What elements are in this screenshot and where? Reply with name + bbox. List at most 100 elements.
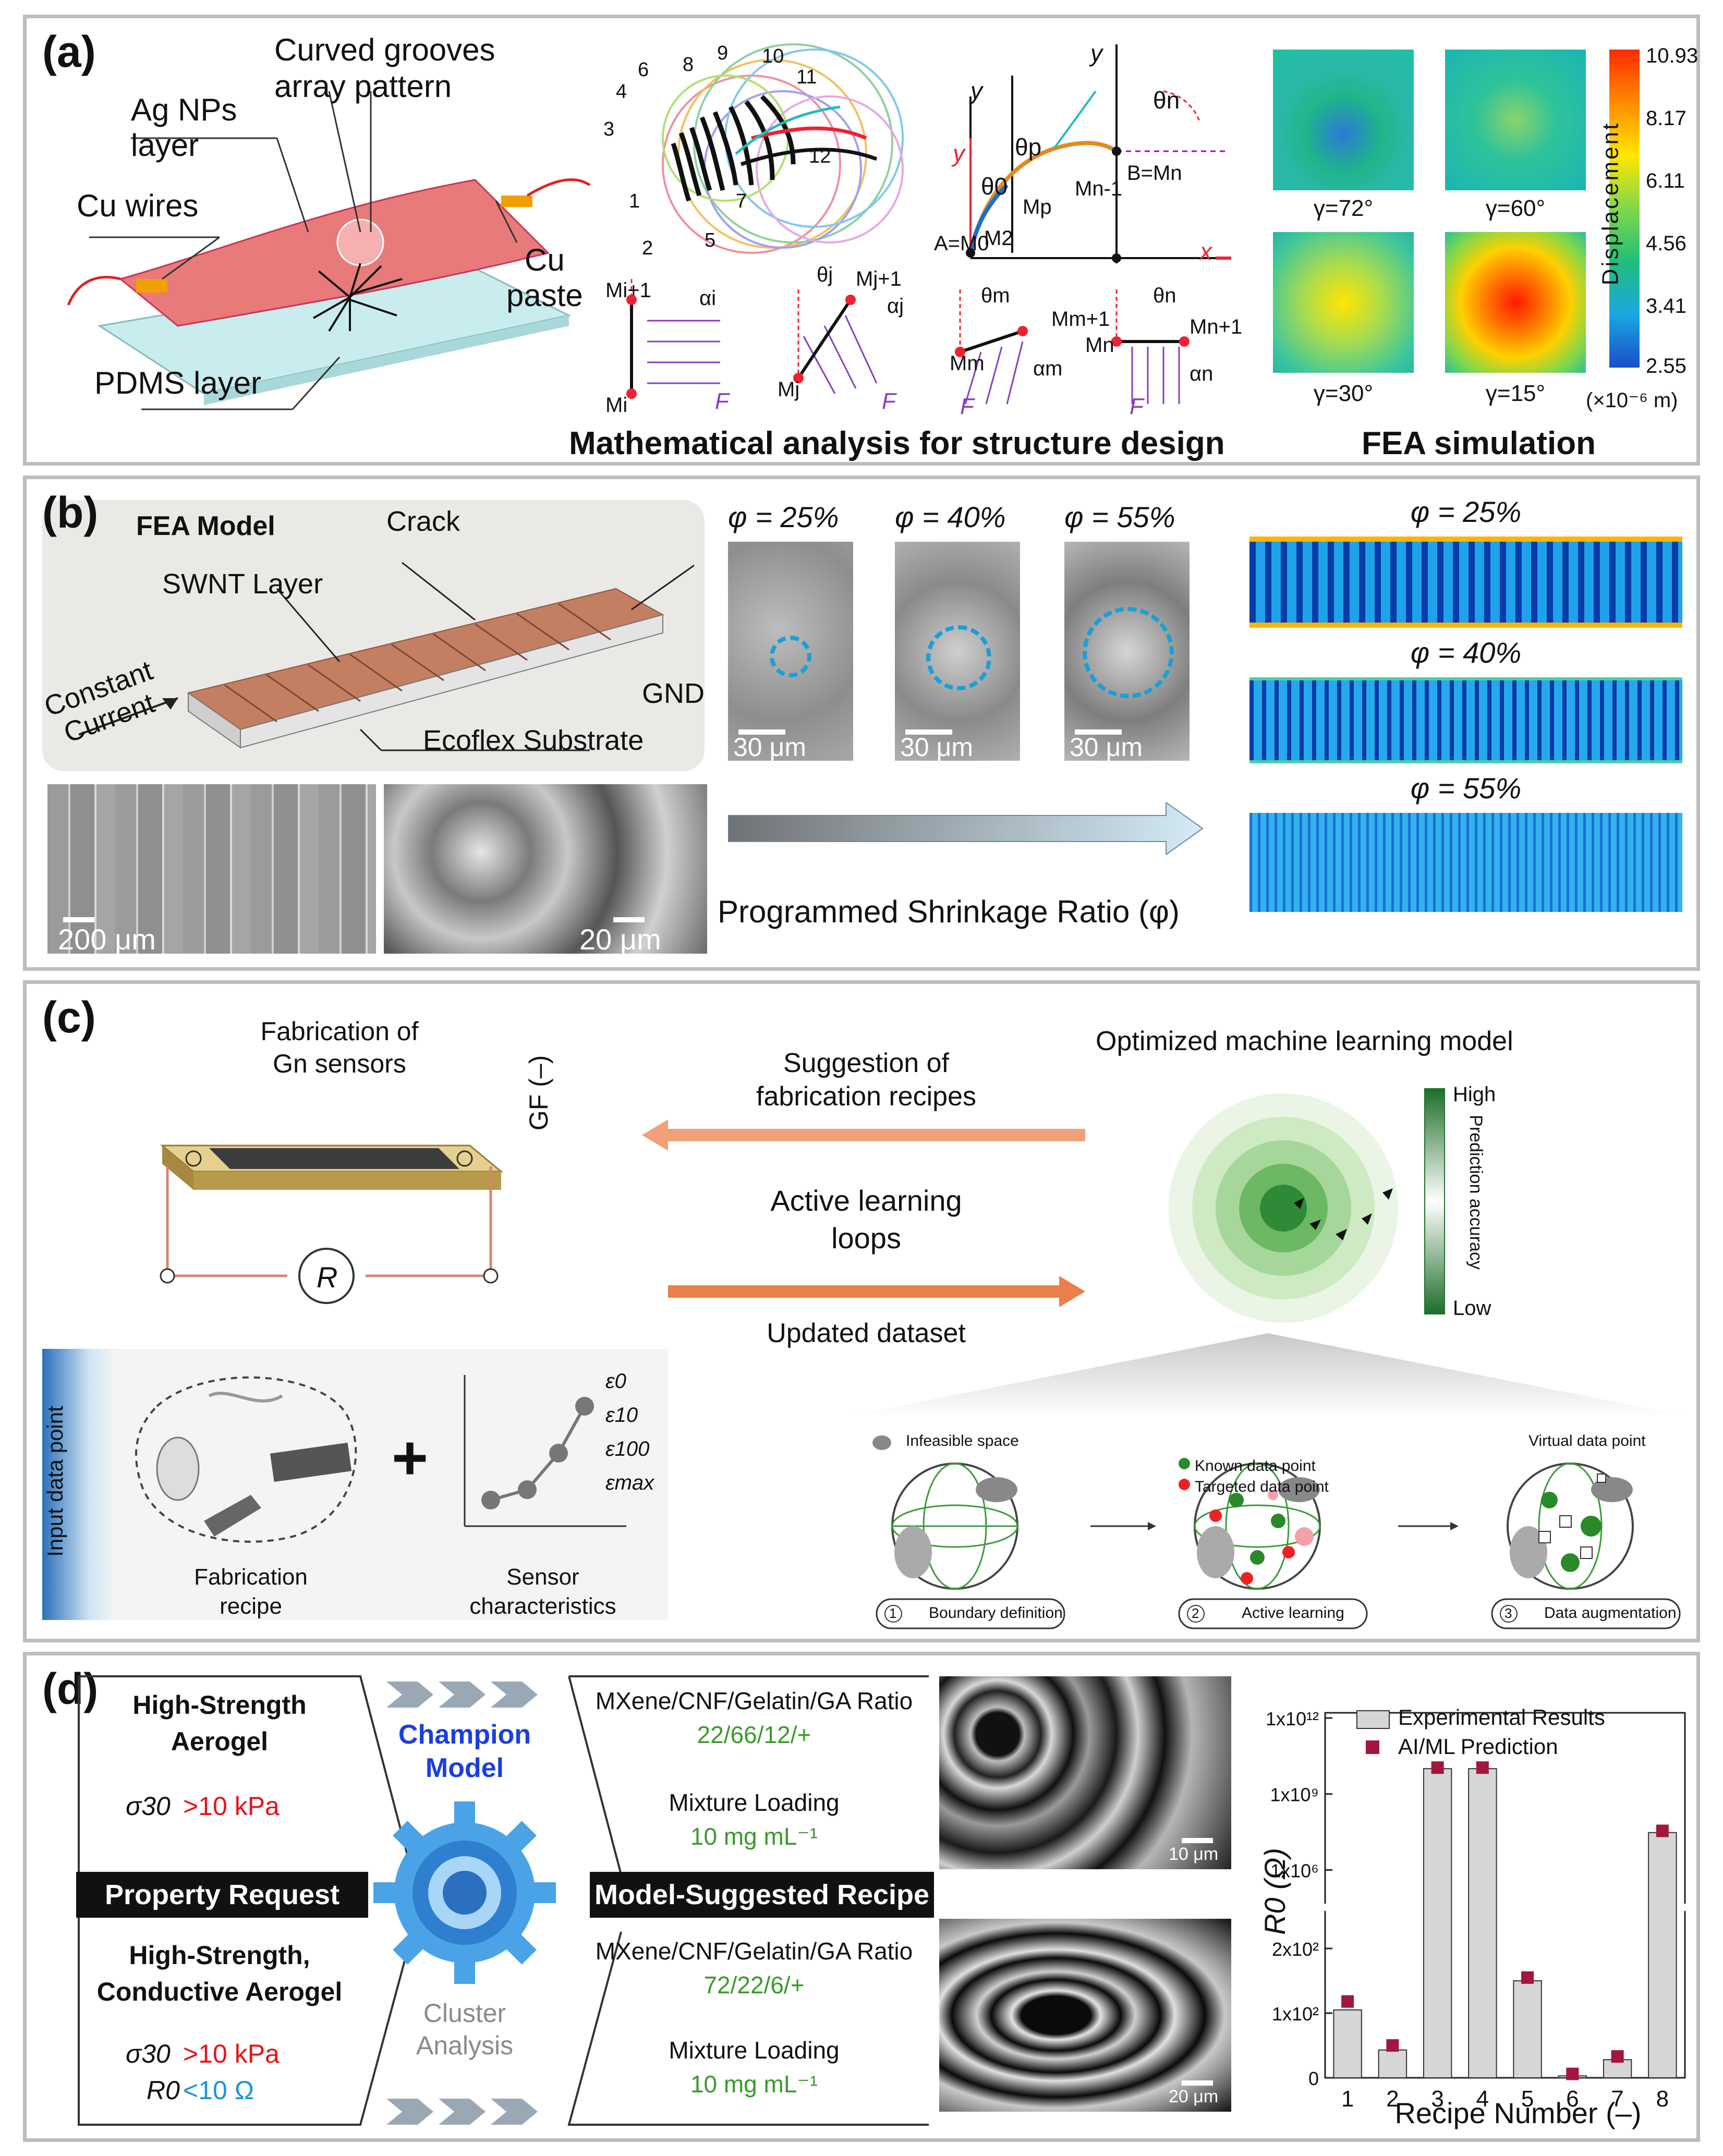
fea-model-title: FEA Model — [136, 511, 275, 541]
recipe-2-load-title: Mixture Loading — [669, 2037, 840, 2064]
curve-label: M2 — [984, 227, 1013, 250]
prediction-marker — [1566, 2067, 1579, 2080]
colorbar-tick: 4.56 — [1646, 232, 1686, 255]
fea-angle: γ=30° — [1313, 381, 1374, 406]
step-legend: Infeasible space — [906, 1432, 1019, 1449]
request-1-title: High-Strength Aerogel — [132, 1690, 307, 1756]
request-2-title: High-Strength, Conductive Aerogel — [96, 1941, 343, 2006]
x-tick-label: 7 — [1611, 2086, 1623, 2112]
sem-image-recipe-2 — [939, 1919, 1231, 2112]
ring-number: 10 — [762, 45, 784, 67]
segment-label: Mi+1 — [605, 279, 651, 302]
suggestion-label: Suggestion of fabrication recipes — [756, 1048, 976, 1112]
plus-sign: + — [392, 1423, 429, 1493]
ring-number: 5 — [705, 229, 716, 251]
step-legend: Virtual data point — [1528, 1432, 1646, 1449]
swnt-label: SWNT Layer — [162, 568, 323, 600]
axis-break — [1320, 1904, 1690, 1911]
bar — [1468, 1768, 1497, 2078]
bar — [1423, 1768, 1452, 2078]
resistor-label: R — [317, 1261, 338, 1294]
request-2-r: R0 — [147, 2076, 180, 2105]
panel-a-label: (a) — [42, 27, 96, 76]
y-tick-label: 0 — [1308, 2068, 1319, 2089]
curve-label: θp — [1015, 133, 1042, 161]
scale-bar-label: 10 μm — [1169, 1844, 1219, 1864]
chart-xlabel: Recipe Number (–) — [1394, 2097, 1642, 2129]
segment-label: Mm+1 — [1051, 308, 1110, 331]
bar — [1648, 1832, 1677, 2078]
scale-bar-label: 20 μm — [1169, 2087, 1219, 2106]
recipe-caption: Fabrication recipe — [194, 1564, 308, 1619]
fea-strip-25 — [1249, 537, 1682, 628]
label-cu-paste: Cu paste — [506, 242, 583, 313]
sem-image-crack — [47, 784, 376, 954]
curve-label: θn — [1153, 87, 1180, 114]
eps-label: ε0 — [605, 1370, 626, 1393]
ecoflex-label: Ecoflex Substrate — [423, 725, 644, 756]
fabrication-title: Fabrication of Gn sensors — [260, 1017, 419, 1078]
prediction-marker — [1341, 1995, 1354, 2008]
x-tick-label: 2 — [1386, 2086, 1399, 2112]
ring-number: 3 — [603, 118, 615, 140]
bar — [1513, 1980, 1542, 2078]
step-label: Data augmentation — [1544, 1604, 1677, 1622]
segment-label: Mn+1 — [1190, 315, 1243, 338]
scale-bar — [738, 729, 785, 735]
scale-bar-label: 30 μm — [900, 733, 973, 762]
y-tick-label: 1x10⁹ — [1270, 1784, 1319, 1806]
feature-circle — [926, 625, 991, 690]
curve-label: Mn-1 — [1075, 177, 1123, 200]
curve-label: θ0 — [981, 173, 1008, 200]
ring-number: 6 — [638, 59, 649, 81]
segment-label: Mj — [778, 378, 800, 401]
colorbar-tick: 10.93 — [1646, 44, 1698, 67]
segment-label: Mm — [950, 352, 985, 375]
segment-label: αj — [887, 295, 904, 318]
prediction-marker — [1386, 2039, 1399, 2052]
scale-bar — [1182, 2080, 1213, 2086]
prediction-marker — [1476, 1761, 1489, 1774]
shrinkage-arrow — [728, 802, 1204, 855]
fea-phi-label: φ = 55% — [1410, 772, 1522, 805]
active-loop-label: Active learning loops — [770, 1184, 962, 1254]
recipe-2-load: 10 mg mL⁻¹ — [690, 2070, 818, 2098]
phi-label: φ = 25% — [728, 501, 839, 533]
accuracy-bar — [1424, 1088, 1445, 1314]
sem-image-zoom — [384, 784, 707, 954]
sensor-illustration — [160, 1144, 504, 1304]
ring-number: 4 — [616, 81, 627, 103]
phi-label: φ = 55% — [1064, 501, 1175, 533]
math-caption: Mathematical analysis for structure desi… — [569, 425, 1225, 461]
step-label: Boundary definition — [929, 1604, 1063, 1622]
label-ag-layer: Ag NPs layer — [131, 92, 237, 163]
sem-image-recipe-1 — [939, 1676, 1231, 1869]
curve-label: y — [970, 77, 982, 104]
request-2-sigma: σ30 — [126, 2039, 171, 2068]
shrinkage-caption: Programmed Shrinkage Ratio (φ) — [718, 894, 1180, 929]
request-2-rvalue: <10 Ω — [183, 2076, 254, 2105]
colorbar-tick: 8.17 — [1646, 107, 1686, 130]
ml-title: Optimized machine learning model — [1096, 1026, 1513, 1056]
bar — [1378, 2049, 1407, 2078]
panel-a: (a) Curved grooves array pattern Ag NPs … — [23, 15, 1700, 466]
x-tick-label: 5 — [1521, 2086, 1534, 2112]
fea-strip-40 — [1249, 677, 1682, 763]
y-tick-label: 1x10² — [1272, 2003, 1319, 2025]
legend-swatch-experimental — [1356, 1710, 1390, 1729]
gear-icon — [373, 1801, 556, 1984]
ml-target-rings — [1169, 1093, 1398, 1323]
fea-phi-label: φ = 40% — [1410, 636, 1522, 669]
fea-map — [1445, 50, 1586, 190]
fea-map — [1445, 232, 1586, 373]
segment-label: Mj+1 — [856, 267, 902, 290]
phi-label: φ = 40% — [895, 501, 1006, 533]
segment-label: θj — [817, 263, 833, 286]
fea-angle: γ=60° — [1485, 196, 1546, 221]
fea-map — [1273, 232, 1414, 373]
label-curved-grooves: Curved grooves array pattern — [274, 32, 495, 104]
scale-bar-label: 20 μm — [579, 923, 661, 956]
x-tick-label: 6 — [1566, 2086, 1579, 2112]
cluster-analysis-label: Cluster Analysis — [416, 1999, 514, 2060]
property-request-bar: Property Request — [76, 1872, 368, 1918]
